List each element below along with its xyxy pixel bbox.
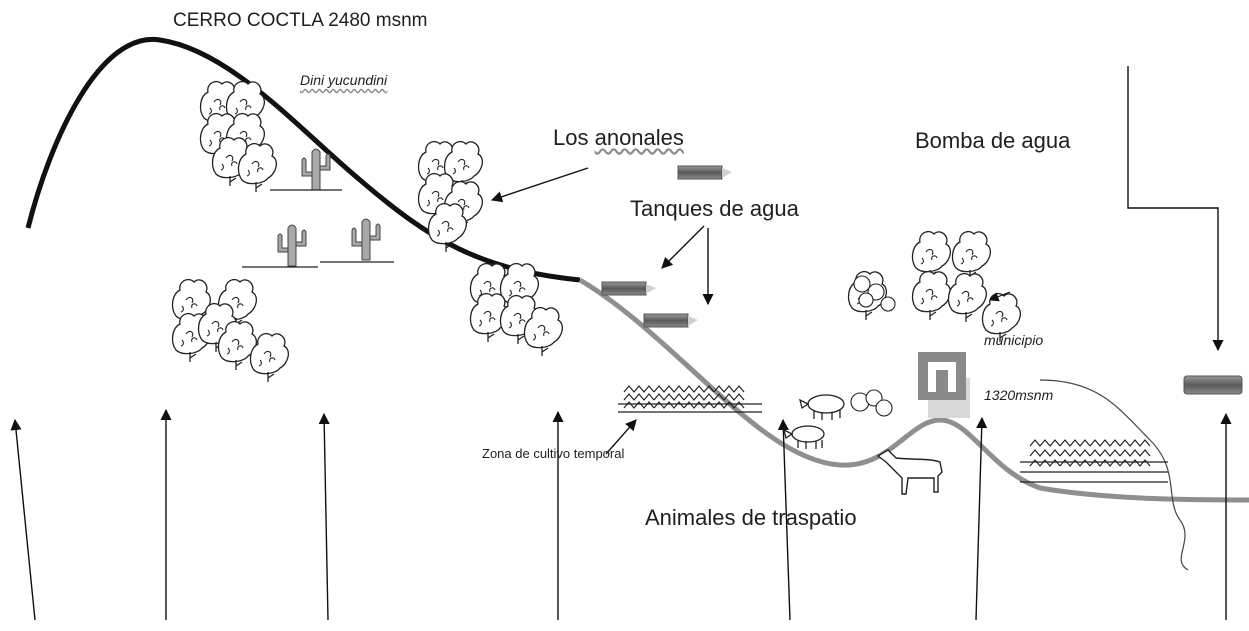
bomba-label: Bomba de agua bbox=[915, 128, 1071, 153]
cactus-icon bbox=[320, 218, 394, 263]
pig-icon bbox=[783, 425, 825, 449]
arrow-municipio bbox=[989, 291, 1011, 302]
altitude-label: 1320msnm bbox=[984, 387, 1054, 403]
bush-icon bbox=[850, 275, 896, 417]
municipio-label: municipio bbox=[984, 332, 1044, 348]
water-tank-icon bbox=[601, 281, 657, 296]
arrow-tanque-1 bbox=[661, 225, 705, 269]
peak-label: CERRO COCTLA 2480 msnm bbox=[173, 10, 428, 31]
dini-label: Dini yucundini bbox=[300, 72, 388, 88]
anonales-label: Los anonales bbox=[553, 125, 684, 151]
river-line bbox=[1039, 379, 1189, 571]
crop-row-icon bbox=[1020, 439, 1168, 483]
tree-cluster-icon bbox=[417, 140, 484, 253]
cactus-icon bbox=[242, 224, 318, 268]
zone-arrows bbox=[10, 408, 1232, 621]
arrow-cultivo bbox=[605, 419, 637, 455]
water-tank-icon bbox=[1183, 375, 1243, 395]
anonales-prefix: Los bbox=[553, 125, 595, 150]
crop-row-icon bbox=[618, 385, 762, 413]
tree-cluster-icon bbox=[171, 278, 290, 383]
arrow-bomba bbox=[1127, 66, 1224, 352]
municipio-building-icon bbox=[918, 352, 970, 418]
horse-icon bbox=[876, 449, 943, 495]
anonales-word: anonales bbox=[594, 125, 684, 150]
animales-label: Animales de traspatio bbox=[645, 505, 857, 530]
pig-icon bbox=[799, 394, 845, 420]
water-tank-icon bbox=[643, 313, 699, 328]
cultivo-label: Zona de cultivo temporal bbox=[482, 446, 625, 461]
tanques-label: Tanques de agua bbox=[630, 196, 799, 221]
arrow-anonales bbox=[490, 167, 589, 203]
water-tank-icon bbox=[677, 165, 733, 180]
cactus-icon bbox=[270, 148, 342, 191]
